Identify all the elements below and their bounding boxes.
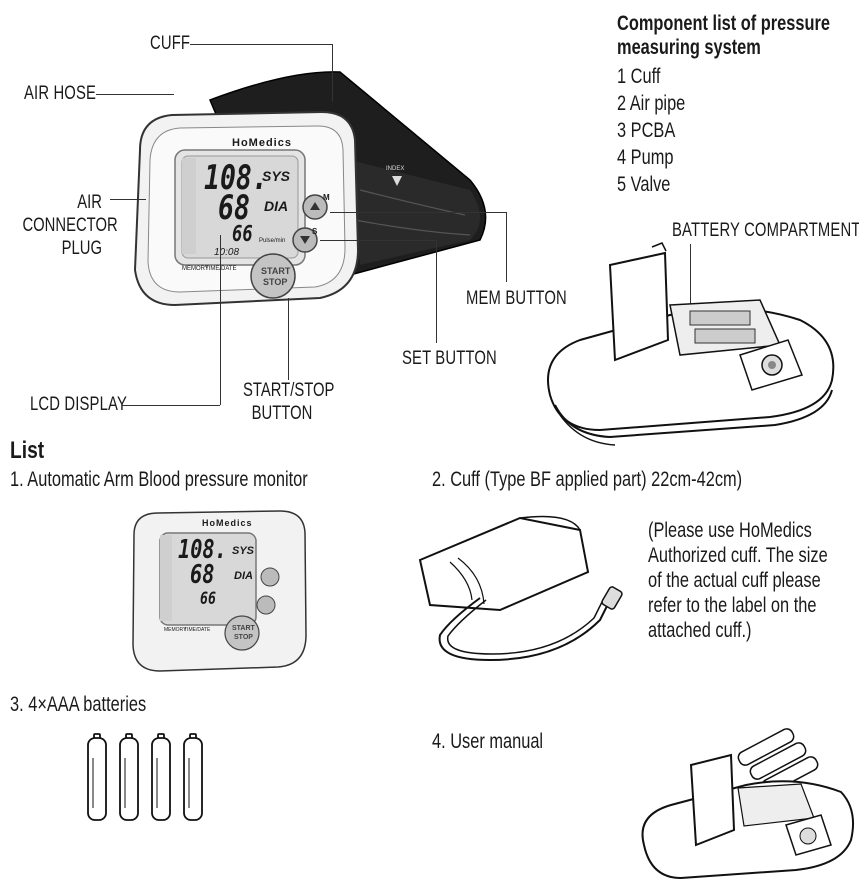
mem-button-callout: MEM BUTTON xyxy=(466,288,567,309)
small-start-label: START xyxy=(232,625,255,632)
cuff-index-label: INDEX xyxy=(386,166,405,172)
cuff-callout: CUFF xyxy=(150,33,191,54)
cuff-note-line: attached cuff.) xyxy=(648,619,752,642)
set-button-leader-h xyxy=(320,240,436,241)
start-stop-leader xyxy=(288,298,289,380)
small-timedate-label: TIME/DATE xyxy=(184,627,211,633)
component-item: 1 Cuff xyxy=(617,65,661,88)
start-label: START xyxy=(261,266,291,276)
battery-install-drawing xyxy=(641,728,854,880)
stop-label: STOP xyxy=(263,277,288,287)
component-list-title-1: Component list of pressure xyxy=(617,12,830,35)
air-connector-leader xyxy=(110,199,146,200)
list-item-4: 4. User manual xyxy=(432,730,544,753)
lcd-display-leader-h xyxy=(122,405,220,406)
lcd-display-callout: LCD DISPLAY xyxy=(30,394,127,415)
cuff-leader-v xyxy=(332,44,333,102)
small-monitor-figure: HoMedics 108. 68 66 SYS DIA START STOP M… xyxy=(130,505,310,675)
lcd-display-leader-v xyxy=(220,235,221,405)
component-item: 5 Valve xyxy=(617,173,671,196)
cuff-leader-h xyxy=(190,44,332,45)
set-button-s-label: S xyxy=(312,227,318,236)
main-monitor-figure: HoMedics 108. 68 66 10:08 SYS DIA Pulse/… xyxy=(0,0,600,440)
air-hose-callout: AIR HOSE xyxy=(24,83,97,104)
list-item-3: 3. 4×AAA batteries xyxy=(10,693,147,716)
small-lcd-dia: 68 xyxy=(190,560,215,590)
lcd-pulse-label: Pulse/min xyxy=(259,238,286,244)
component-item: 2 Air pipe xyxy=(617,92,686,115)
small-monitor-drawing xyxy=(132,510,307,672)
small-lcd-sys-label: SYS xyxy=(232,545,255,557)
lcd-dia-label: DIA xyxy=(264,198,289,214)
start-stop-callout: START/STOP BUTTON xyxy=(232,380,335,426)
lcd-sys-label: SYS xyxy=(262,168,291,184)
brand-logo: HoMedics xyxy=(232,137,292,149)
small-memory-label: MEMORY xyxy=(164,627,187,633)
component-item: 4 Pump xyxy=(617,146,674,169)
battery-compartment-drawing xyxy=(547,242,835,446)
mem-button-leader-v xyxy=(506,212,507,282)
cuff-with-hose-drawing xyxy=(418,515,623,662)
batteries-drawing xyxy=(87,733,203,821)
air-connector-line3: PLUG xyxy=(61,238,102,259)
battery-compartment-callout: BATTERY COMPARTMENT xyxy=(672,220,859,241)
small-brand-logo: HoMedics xyxy=(202,518,253,528)
small-stop-label: STOP xyxy=(234,634,253,641)
list-item-2: 2. Cuff (Type BF applied part) 22cm-42cm… xyxy=(432,468,743,491)
air-connector-line2: CONNECTOR xyxy=(22,215,118,236)
small-lcd-sys: 108. xyxy=(178,535,227,565)
cuff-note-line: Authorized cuff. The size xyxy=(648,544,828,567)
small-lcd-pulse: 66 xyxy=(200,589,216,609)
start-stop-line2: BUTTON xyxy=(251,403,313,424)
cuff-note-line: of the actual cuff please xyxy=(648,569,821,592)
lcd-sys-value: 108. xyxy=(204,158,268,198)
component-item: 3 PCBA xyxy=(617,119,676,142)
air-hose-leader xyxy=(96,94,174,95)
list-item-1: 1. Automatic Arm Blood pressure monitor xyxy=(10,468,308,491)
lcd-pulse-value: 66 xyxy=(232,222,253,247)
cuff-note-line: refer to the label on the xyxy=(648,594,817,617)
component-list: Component list of pressure measuring sys… xyxy=(617,12,857,200)
list-heading: List xyxy=(10,437,45,464)
cuff-note-line: (Please use HoMedics xyxy=(648,519,812,542)
mem-button-m-label: M xyxy=(323,193,330,202)
battery-compartment-leader xyxy=(690,244,691,306)
component-list-title-2: measuring system xyxy=(617,36,761,59)
air-connector-callout: AIR CONNECTOR PLUG xyxy=(0,192,118,261)
mem-button-leader-h xyxy=(330,212,506,213)
start-stop-line1: START/STOP xyxy=(243,380,335,401)
small-lcd-dia-label: DIA xyxy=(234,570,253,582)
memory-label: MEMORY xyxy=(182,266,209,272)
cuff-note: (Please use HoMedics Authorized cuff. Th… xyxy=(648,519,858,644)
lcd-time-value: 10:08 xyxy=(214,247,240,258)
air-connector-line1: AIR xyxy=(77,192,102,213)
set-button-leader-v xyxy=(436,240,437,343)
lcd-dia-value: 68 xyxy=(218,188,250,228)
set-button-callout: SET BUTTON xyxy=(402,348,497,369)
